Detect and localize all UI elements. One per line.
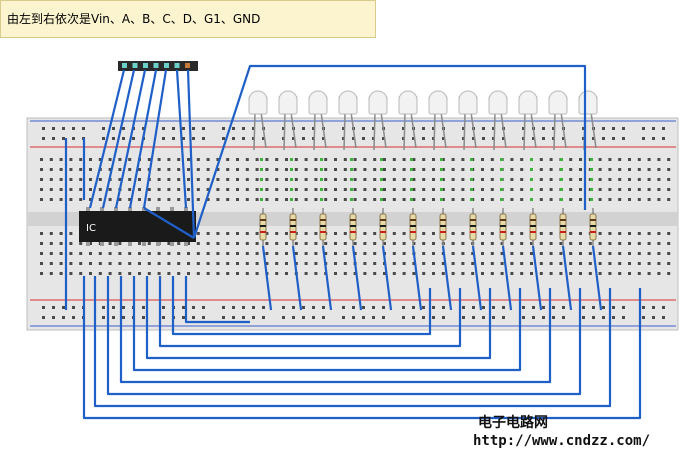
wire-header-1 (88, 69, 126, 209)
led-8 (458, 90, 478, 151)
resistor-11 (559, 208, 567, 246)
rail-holes-top-2 (42, 137, 665, 140)
led-11 (548, 90, 568, 151)
resistor-1 (259, 208, 267, 246)
led-6 (398, 90, 418, 151)
site-url: http://www.cndzz.com/ (473, 433, 651, 449)
wire-header-5 (142, 69, 168, 209)
breadboard (26, 117, 679, 331)
header-pin-2 (132, 63, 138, 68)
wire-res-lead-6 (411, 245, 423, 311)
wire-bottom-1 (82, 276, 642, 420)
wire-res-lead-5 (381, 245, 393, 311)
wire-bottom-2 (93, 276, 612, 408)
wire-res-lead-12 (591, 245, 603, 311)
wires (64, 64, 642, 420)
wire-res-lead-2 (291, 245, 303, 311)
note-text: 由左到右依次是Vin、A、B、C、D、G1、GND (7, 12, 261, 26)
led-2 (278, 90, 298, 151)
wire-res-lead-11 (561, 245, 573, 311)
led-3 (308, 90, 328, 151)
wire-bottom-3 (106, 276, 582, 396)
wire-bottom-4 (119, 276, 552, 384)
header-pin-3 (143, 63, 148, 68)
header-pin-1 (122, 63, 127, 68)
wire-header-6 (175, 69, 188, 209)
wire-header-3 (114, 69, 147, 209)
wire-res-lead-3 (321, 245, 333, 311)
wire-header-7 (186, 69, 196, 239)
resistor-7 (439, 208, 447, 246)
wire-bottom-8 (171, 276, 432, 336)
header-pin-4 (153, 63, 159, 68)
resistor-12 (589, 208, 597, 246)
wire-res-lead-7 (441, 245, 453, 311)
wire-bottom-5 (132, 276, 522, 372)
resistor-6 (409, 208, 417, 246)
resistor-8 (469, 208, 477, 246)
ic-chip: IC (79, 207, 196, 246)
resistor-2 (289, 208, 297, 246)
resistor-4 (349, 208, 357, 246)
resistor-3 (319, 208, 327, 246)
connected-highlights (260, 158, 593, 201)
wire-header-4 (128, 69, 158, 209)
rail-holes-bottom-2 (42, 316, 665, 319)
wire-res-lead-1 (261, 245, 273, 311)
note-box: 由左到右依次是Vin、A、B、C、D、G1、GND (0, 0, 376, 38)
led-9 (488, 90, 508, 151)
wire-res-lead-8 (471, 245, 483, 311)
wire-header-2 (101, 69, 136, 209)
led-1 (248, 90, 268, 151)
wire-ic-diag (143, 207, 195, 239)
wire-res-lead-4 (351, 245, 363, 311)
led-10 (518, 90, 538, 151)
header-pin-5 (164, 63, 169, 68)
wire-res-lead-9 (501, 245, 513, 311)
wire-top-loop (192, 64, 587, 239)
header-pin-6 (174, 63, 180, 68)
wire-bottom-6 (145, 276, 492, 360)
header-pin-7 (185, 63, 190, 68)
pin-header (118, 61, 198, 71)
wire-res-lead-10 (531, 245, 543, 311)
wire-gnd (184, 276, 250, 324)
rail-holes-top-1 (42, 127, 665, 130)
led-7 (428, 90, 448, 151)
resistor-5 (379, 208, 387, 246)
wire-bottom-7 (158, 276, 462, 348)
resistor-10 (529, 208, 537, 246)
site-name: 电子电路网 (478, 415, 548, 431)
led-4 (338, 90, 358, 151)
resistor-9 (499, 208, 507, 246)
led-5 (368, 90, 388, 151)
ic-label: IC (86, 223, 96, 234)
